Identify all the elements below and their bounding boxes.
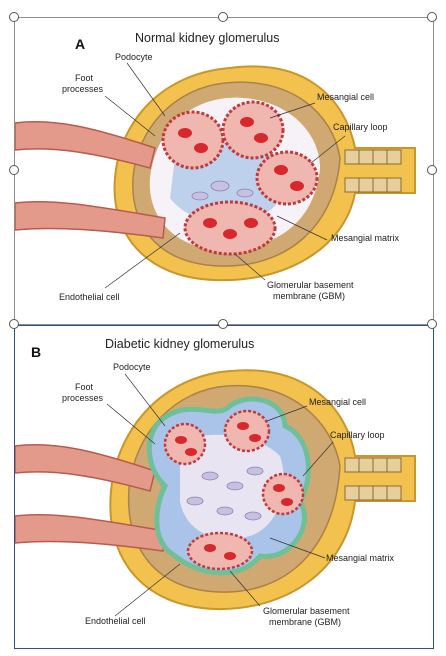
panel-title: Normal kidney glomerulus [135, 31, 280, 45]
capillary-loops [161, 100, 319, 256]
label-endothelial-cell: Endothelial cell [85, 616, 146, 626]
capillary-loops [163, 409, 305, 571]
panel-diabetic-glomerulus: B Diabetic kidney glomerulus [14, 325, 434, 649]
mesangial-cells [186, 466, 264, 521]
resize-handle[interactable] [9, 12, 19, 22]
panel-letter: B [31, 344, 42, 360]
resize-handle[interactable] [427, 319, 437, 329]
leader-lines [104, 62, 346, 289]
leader-lines [106, 373, 334, 617]
efferent-arteriole [15, 513, 166, 552]
panel-normal-glomerulus: A Normal kidney glomerulus [14, 17, 434, 325]
label-foot-processes-2: processes [62, 393, 104, 403]
tubule [344, 457, 402, 501]
label-gbm: Glomerular basement [267, 280, 354, 290]
label-podocyte: Podocyte [115, 52, 153, 62]
label-gbm-2: membrane (GBM) [269, 617, 341, 627]
diabetic-glomerulus-diagram: Podocyte Foot processes Mesangial cell C… [15, 362, 416, 627]
resize-handle[interactable] [9, 319, 19, 329]
resize-handle[interactable] [427, 12, 437, 22]
resize-handle[interactable] [218, 12, 228, 22]
efferent-arteriole [15, 200, 166, 239]
panel-letter: A [75, 36, 86, 52]
red-blood-cells [178, 117, 304, 239]
label-foot-processes: Foot [75, 73, 94, 83]
label-foot-processes-2: processes [62, 84, 104, 94]
panel-title: Diabetic kidney glomerulus [105, 337, 255, 351]
afferent-arteriole [15, 443, 156, 492]
label-gbm: Glomerular basement [263, 606, 350, 616]
afferent-arteriole [15, 120, 156, 169]
resize-handle[interactable] [9, 165, 19, 175]
label-podocyte: Podocyte [113, 362, 151, 372]
label-capillary-loop: Capillary loop [330, 430, 385, 440]
label-mesangial-matrix: Mesangial matrix [326, 553, 395, 563]
normal-glomerulus-diagram: Podocyte Foot processes Mesangial cell C… [15, 52, 416, 302]
tubule [344, 149, 402, 193]
label-mesangial-cell: Mesangial cell [317, 92, 374, 102]
red-blood-cells [175, 422, 293, 560]
label-gbm-2: membrane (GBM) [273, 291, 345, 301]
resize-handle[interactable] [218, 319, 228, 329]
label-mesangial-cell: Mesangial cell [309, 397, 366, 407]
label-capillary-loop: Capillary loop [333, 122, 388, 132]
label-foot-processes: Foot [75, 382, 94, 392]
label-mesangial-matrix: Mesangial matrix [331, 233, 400, 243]
mesangial-cells [191, 180, 254, 201]
resize-handle[interactable] [427, 165, 437, 175]
label-endothelial-cell: Endothelial cell [59, 292, 120, 302]
